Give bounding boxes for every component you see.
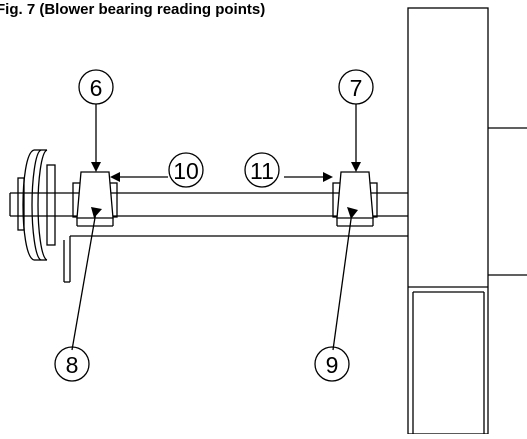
callout-11-circle — [244, 152, 280, 188]
callout-9-label: 9 — [326, 352, 339, 378]
callout-8-label: 8 — [66, 352, 79, 378]
leader-9 — [332, 211, 353, 351]
callout-6-circle — [78, 69, 114, 105]
callout-7-label: 7 — [350, 75, 363, 101]
arrow-7-head — [351, 162, 361, 172]
blower-housing — [407, 7, 527, 435]
callout-11-label: 11 — [250, 158, 274, 184]
arrow-8-head — [91, 207, 102, 218]
callout-10-circle — [168, 152, 204, 188]
callout-8-circle — [54, 346, 90, 382]
bearing-right — [332, 171, 378, 227]
figure-title: Fig. 7 (Blower bearing reading points) — [0, 1, 266, 18]
arrow-9-head — [347, 207, 358, 219]
bearing-left — [72, 171, 118, 227]
arrow-11-head — [323, 172, 333, 182]
callout-7-circle — [338, 69, 374, 105]
callout-9-circle — [314, 346, 350, 382]
arrow-6-head — [91, 162, 101, 172]
arrow-10-head — [110, 172, 120, 182]
callout-6-label: 6 — [90, 75, 103, 101]
pulley — [17, 149, 56, 261]
base-frame — [63, 235, 408, 283]
leader-8 — [71, 211, 97, 351]
callout-10-label: 10 — [173, 158, 199, 184]
